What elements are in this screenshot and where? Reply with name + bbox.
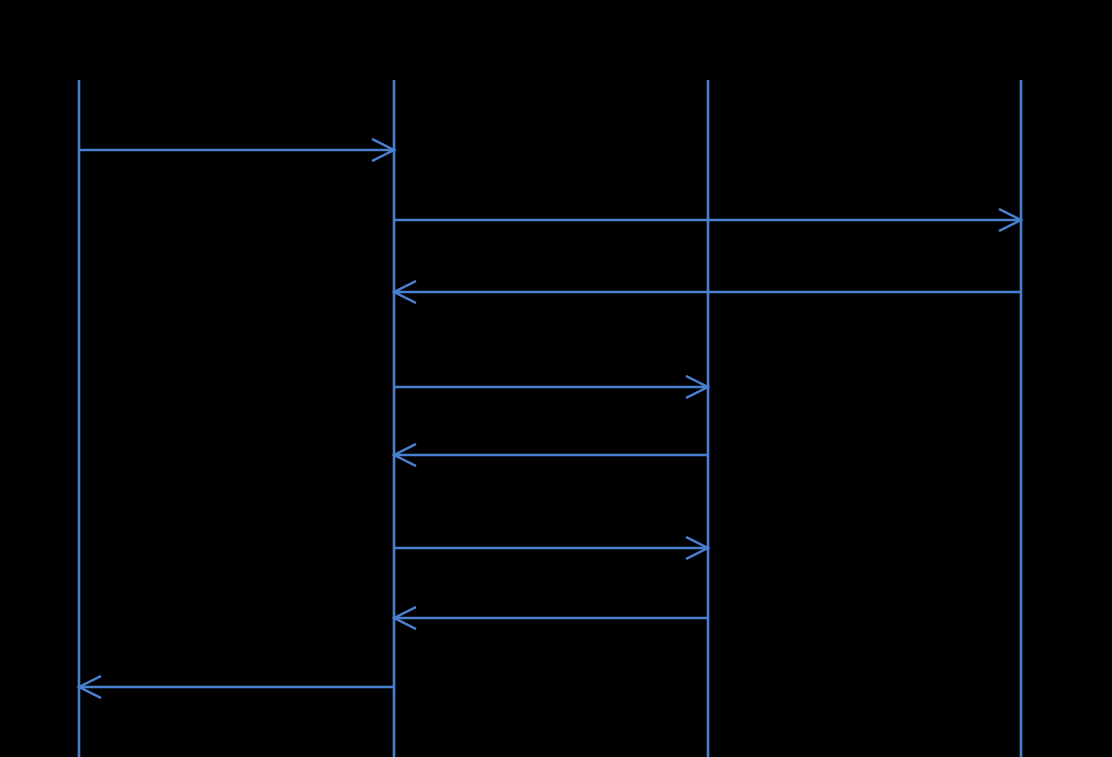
message-5[interactable]	[391, 442, 708, 468]
message-arrowhead-1	[371, 137, 397, 163]
message-1[interactable]	[79, 137, 397, 163]
message-8[interactable]	[76, 674, 394, 700]
message-7[interactable]	[391, 605, 708, 631]
message-arrowhead-6	[685, 535, 711, 561]
message-arrowhead-7	[391, 605, 417, 631]
message-2[interactable]	[394, 207, 1024, 233]
message-arrowhead-2	[998, 207, 1024, 233]
message-arrowhead-5	[391, 442, 417, 468]
message-6[interactable]	[394, 535, 711, 561]
message-arrowhead-8	[76, 674, 102, 700]
message-arrowhead-4	[685, 374, 711, 400]
message-4[interactable]	[394, 374, 711, 400]
message-arrowhead-3	[391, 279, 417, 305]
messages-group	[76, 137, 1024, 700]
message-3[interactable]	[391, 279, 1021, 305]
lifelines-group	[77, 80, 1023, 757]
